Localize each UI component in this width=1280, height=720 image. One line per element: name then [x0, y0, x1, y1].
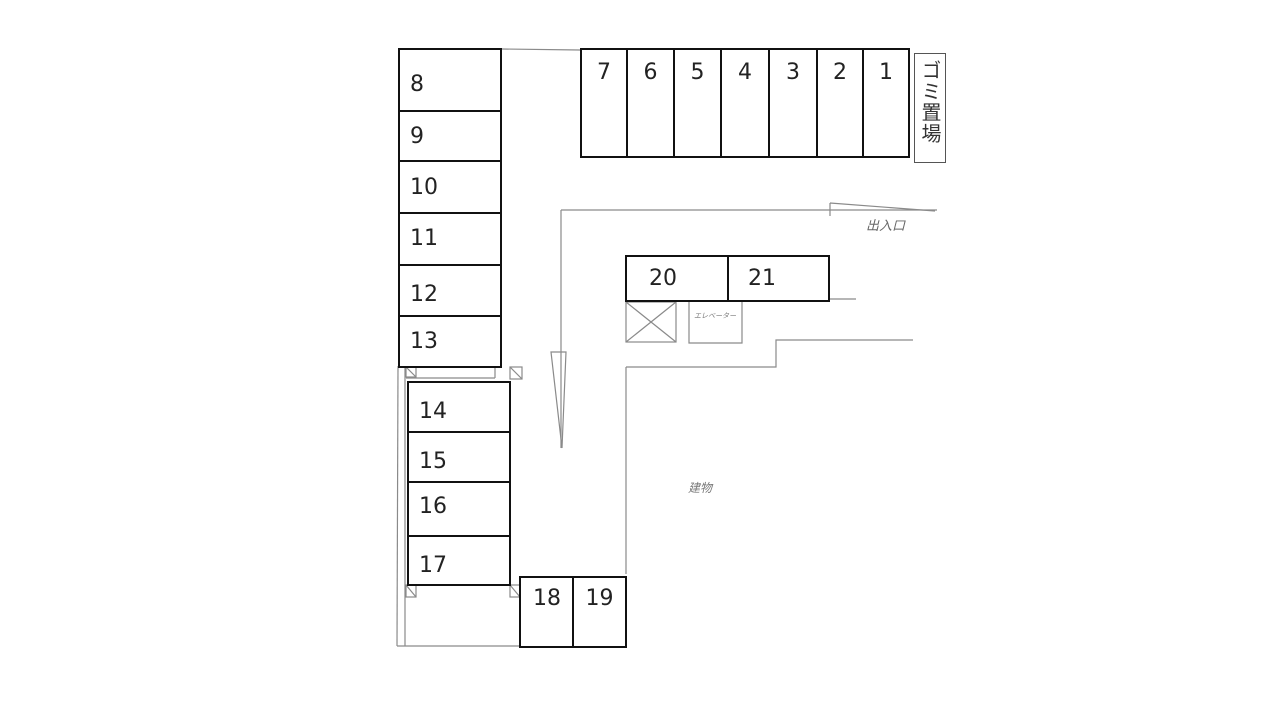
spot-number: 5	[690, 60, 705, 85]
spot-number: 11	[410, 226, 438, 251]
spot-number: 16	[419, 494, 447, 519]
spot-number: 9	[410, 124, 424, 149]
parking-spot-8[interactable]: 8	[398, 48, 502, 112]
parking-spot-2[interactable]: 2	[816, 48, 864, 158]
parking-spot-15[interactable]: 15	[407, 431, 511, 483]
parking-spot-17[interactable]: 17	[407, 535, 511, 586]
parking-spot-6[interactable]: 6	[626, 48, 675, 158]
building-label: 建物	[688, 481, 714, 495]
spot-number: 6	[643, 60, 658, 85]
parking-spot-4[interactable]: 4	[720, 48, 770, 158]
spot-number: 7	[597, 60, 611, 85]
spot-number: 1	[879, 60, 893, 85]
spot-number: 10	[410, 175, 438, 200]
spot-number: 17	[419, 553, 447, 578]
pillar-between-rows	[406, 366, 496, 379]
bollard-wedge	[550, 351, 567, 449]
elevator-cross	[625, 301, 677, 343]
spot-number: 8	[410, 72, 424, 97]
parking-spot-10[interactable]: 10	[398, 160, 502, 214]
spot-number: 2	[833, 60, 847, 85]
site-boundary-top	[501, 48, 581, 51]
spot-number: 20	[649, 266, 677, 291]
parking-spot-1[interactable]: 1	[862, 48, 910, 158]
garbage-area: ゴミ置場	[914, 53, 946, 163]
parking-spot-11[interactable]: 11	[398, 212, 502, 266]
parking-spot-3[interactable]: 3	[768, 48, 818, 158]
elevator-shaft	[625, 301, 677, 343]
parking-spot-18[interactable]: 18	[519, 576, 575, 648]
garbage-area-label: ゴミ置場	[918, 60, 942, 144]
parking-spot-14[interactable]: 14	[407, 381, 511, 433]
spot-number: 19	[585, 586, 614, 611]
parking-spot-9[interactable]: 9	[398, 110, 502, 162]
entrance-label: 出入口	[866, 219, 906, 234]
spot-number: 15	[419, 449, 447, 474]
parking-spot-13[interactable]: 13	[398, 315, 502, 368]
spot-number: 12	[410, 282, 438, 307]
parking-spot-16[interactable]: 16	[407, 481, 511, 537]
parking-spot-19[interactable]: 19	[572, 576, 627, 648]
spot-number: 13	[410, 329, 438, 354]
site-boundary-left	[396, 365, 399, 647]
spot-number: 4	[738, 60, 752, 85]
elevator-hall	[688, 302, 743, 344]
parking-spot-7[interactable]: 7	[580, 48, 628, 158]
parking-spot-20[interactable]: 20	[625, 255, 729, 302]
spot-number: 18	[533, 586, 561, 611]
parking-spot-12[interactable]: 12	[398, 264, 502, 317]
building-outline	[625, 339, 913, 574]
pillar-box-2	[509, 366, 523, 380]
elevator-label: エレベーター	[694, 312, 737, 320]
spot-number: 3	[786, 60, 800, 85]
parking-spot-21[interactable]: 21	[727, 255, 830, 302]
spot-number: 21	[748, 266, 776, 291]
parking-spot-5[interactable]: 5	[673, 48, 722, 158]
entrance-gate	[829, 202, 936, 216]
spot-number: 14	[419, 399, 447, 424]
